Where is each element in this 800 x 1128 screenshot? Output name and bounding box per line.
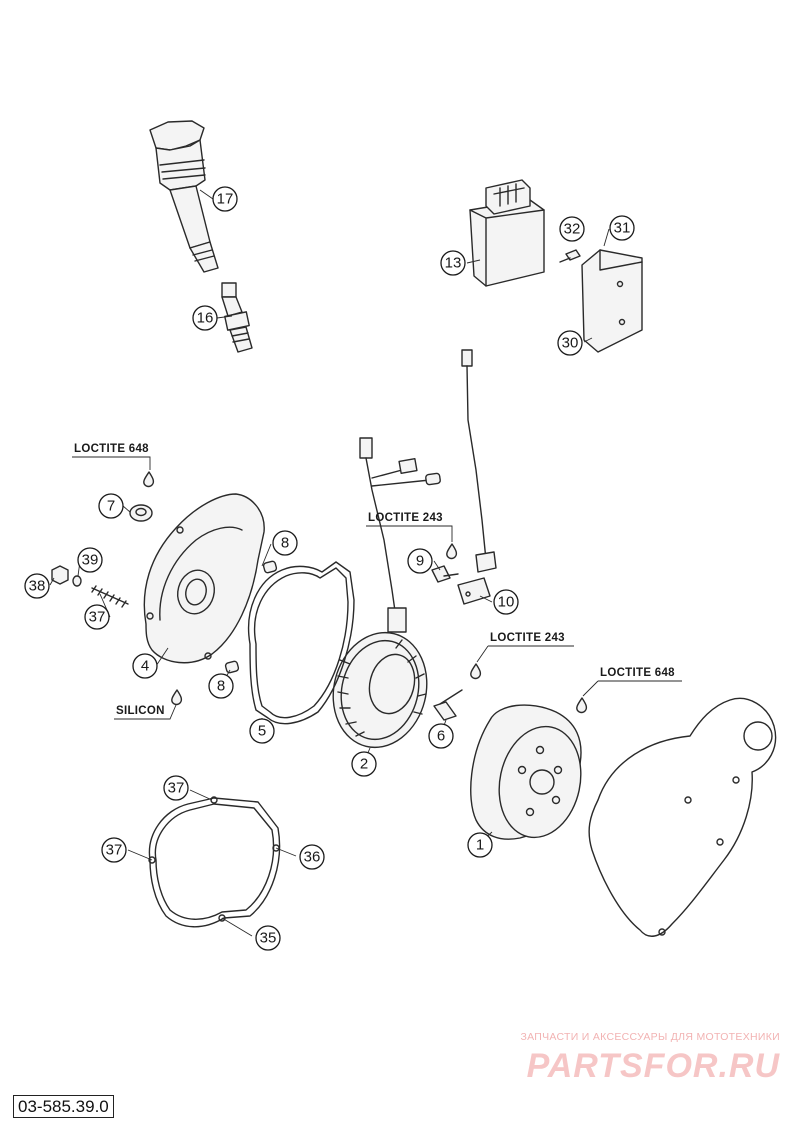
callout-1: 1 bbox=[467, 832, 493, 858]
stator-cable-drawing bbox=[359, 437, 441, 633]
callout-36: 36 bbox=[299, 844, 325, 870]
pickup-sensor-drawing bbox=[457, 349, 497, 605]
watermark-brand: PARTSFOR.RU bbox=[526, 1047, 780, 1085]
callout-6: 6 bbox=[428, 723, 454, 749]
callout-35: 35 bbox=[255, 925, 281, 951]
ignition-cover-outline-drawing bbox=[588, 697, 777, 937]
callout-17: 17 bbox=[212, 186, 238, 212]
stator-screw-drawing bbox=[433, 689, 463, 721]
callout-39-label: 39 bbox=[82, 552, 99, 569]
generator-cover-drawing bbox=[143, 493, 265, 664]
callout-8-upper-label: 8 bbox=[281, 535, 289, 552]
screw-9-drawing bbox=[431, 565, 459, 583]
callout-13: 13 bbox=[440, 250, 466, 276]
note-loctite-648-cover: LOCTITE 648 bbox=[72, 443, 151, 470]
callout-4-label: 4 bbox=[141, 658, 149, 675]
callout-31-label: 31 bbox=[614, 220, 631, 237]
flywheel-rotor-drawing bbox=[470, 704, 582, 840]
outer-gasket-drawing bbox=[148, 796, 281, 928]
callout-37-gasket-top: 37 bbox=[163, 775, 189, 801]
callout-38-label: 38 bbox=[29, 578, 46, 595]
note-loctite-648-rotor: LOCTITE 648 bbox=[582, 667, 682, 697]
cdi-unit-drawing bbox=[469, 179, 545, 287]
callout-5-label: 5 bbox=[258, 723, 266, 740]
adhesive-drop-silicon bbox=[171, 689, 183, 706]
adhesive-drop-loctite-648-rotor bbox=[576, 697, 588, 714]
adhesive-drop-loctite-243-screw bbox=[470, 663, 482, 680]
callout-37-gasket-top-label: 37 bbox=[168, 780, 185, 797]
dowel-pin-upper-drawing bbox=[262, 560, 278, 574]
callout-37-stud-label: 37 bbox=[89, 609, 106, 626]
note-loctite-648-cover-text: LOCTITE 648 bbox=[74, 443, 149, 455]
note-silicon: SILICON bbox=[114, 704, 177, 720]
stator-drawing bbox=[332, 631, 428, 749]
callout-4: 4 bbox=[132, 653, 158, 679]
callout-32-label: 32 bbox=[564, 221, 581, 238]
callout-37-gasket-left: 37 bbox=[101, 837, 127, 863]
callout-7: 7 bbox=[98, 493, 124, 519]
callout-13-label: 13 bbox=[445, 255, 462, 272]
callout-16: 16 bbox=[192, 305, 218, 331]
cover-gasket-drawing bbox=[248, 561, 355, 725]
callout-31: 31 bbox=[609, 215, 635, 241]
seal-ring-drawing bbox=[129, 504, 153, 522]
cdi-bracket-drawing bbox=[559, 249, 643, 353]
callout-39: 39 bbox=[77, 547, 103, 573]
callout-8-lower: 8 bbox=[208, 673, 234, 699]
adhesive-drop-loctite-243-pickup bbox=[446, 543, 458, 560]
callout-7-label: 7 bbox=[107, 498, 115, 515]
callout-2-label: 2 bbox=[360, 756, 368, 773]
note-silicon-text: SILICON bbox=[116, 705, 165, 717]
note-loctite-243-pickup: LOCTITE 243 bbox=[366, 512, 453, 542]
callout-16-label: 16 bbox=[197, 310, 214, 327]
note-loctite-243-screw-text: LOCTITE 243 bbox=[490, 632, 565, 644]
callout-30: 30 bbox=[557, 330, 583, 356]
callout-10-label: 10 bbox=[498, 594, 515, 611]
note-loctite-648-rotor-text: LOCTITE 648 bbox=[600, 667, 675, 679]
ignition-coil-drawing bbox=[149, 120, 219, 273]
note-loctite-243-screw: LOCTITE 243 bbox=[476, 632, 574, 663]
callout-8-lower-label: 8 bbox=[217, 678, 225, 695]
callout-32: 32 bbox=[559, 216, 585, 242]
callout-35-label: 35 bbox=[260, 930, 277, 947]
callout-2: 2 bbox=[351, 751, 377, 777]
callout-30-label: 30 bbox=[562, 335, 579, 352]
document-number: 03-585.39.0 bbox=[13, 1095, 114, 1118]
watermark-caption: ЗАПЧАСТИ И АКСЕССУАРЫ ДЛЯ МОТОТЕХНИКИ bbox=[520, 1031, 780, 1043]
callout-37-gasket-left-label: 37 bbox=[106, 842, 123, 859]
dowel-pin-lower-drawing bbox=[224, 660, 240, 674]
adhesive-drop-loctite-648-cover bbox=[143, 471, 155, 488]
callout-9-label: 9 bbox=[416, 553, 424, 570]
callout-8-upper: 8 bbox=[272, 530, 298, 556]
callout-37-stud: 37 bbox=[84, 604, 110, 630]
callout-17-label: 17 bbox=[217, 191, 234, 208]
spark-plug-drawing bbox=[221, 282, 253, 353]
stud-bolt-drawing bbox=[91, 585, 129, 608]
callout-9: 9 bbox=[407, 548, 433, 574]
nut-drawing bbox=[51, 565, 69, 585]
callout-10: 10 bbox=[493, 589, 519, 615]
callout-6-label: 6 bbox=[437, 728, 445, 745]
note-loctite-243-pickup-text: LOCTITE 243 bbox=[368, 512, 443, 524]
callout-5: 5 bbox=[249, 718, 275, 744]
callout-38: 38 bbox=[24, 573, 50, 599]
callout-1-label: 1 bbox=[476, 837, 484, 854]
callout-36-label: 36 bbox=[304, 849, 321, 866]
washer-drawing bbox=[72, 575, 82, 587]
